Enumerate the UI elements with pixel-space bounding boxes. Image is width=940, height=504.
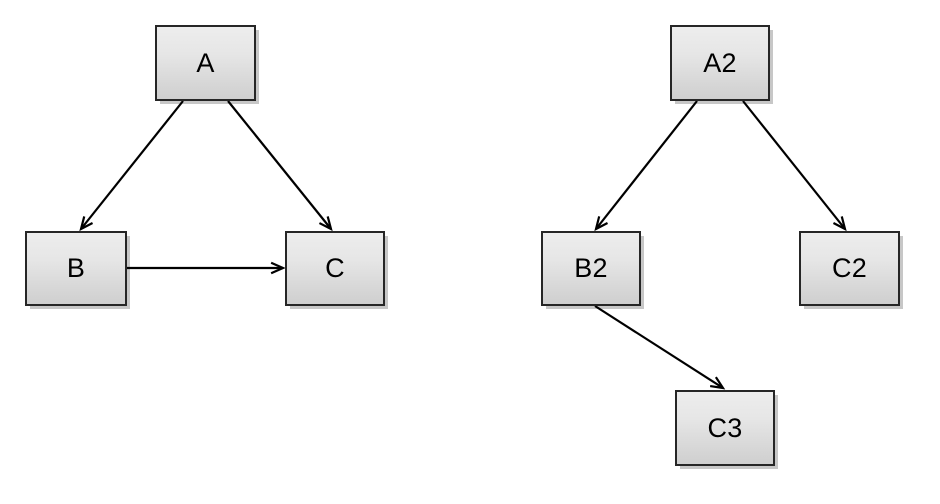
node-c2[interactable]: C2	[799, 231, 900, 306]
edge-line	[594, 305, 724, 389]
edge-A2-to-B2	[594, 100, 698, 232]
node-a2-label: A2	[703, 47, 737, 78]
arrowhead-icon	[709, 376, 726, 390]
node-b[interactable]: B	[25, 231, 127, 306]
node-c-label: C	[325, 253, 345, 283]
edge-line	[595, 100, 698, 230]
node-a[interactable]: A	[155, 25, 256, 101]
node-c3-label: C3	[707, 412, 743, 443]
arrowhead-icon	[79, 216, 94, 232]
arrowhead-icon	[318, 216, 333, 232]
node-c2-label: C2	[832, 253, 867, 283]
node-b-label: B	[66, 253, 86, 283]
node-b2-label: B2	[574, 253, 608, 283]
arrowhead-icon	[270, 261, 286, 275]
edge-A-to-C	[227, 100, 333, 232]
node-a-label: A	[196, 47, 215, 78]
edge-line	[80, 100, 184, 230]
edge-line	[742, 100, 846, 230]
arrowhead-icon	[832, 216, 847, 232]
node-b2[interactable]: B2	[541, 231, 641, 306]
edge-B-to-C	[127, 261, 286, 275]
node-c[interactable]: C	[285, 231, 385, 306]
arrowhead-icon	[594, 216, 609, 232]
edge-B2-to-C3	[594, 305, 726, 390]
edge-A-to-B	[79, 100, 184, 232]
node-a2[interactable]: A2	[670, 25, 770, 101]
node-c3[interactable]: C3	[675, 390, 775, 466]
edge-line	[227, 100, 332, 230]
edge-A2-to-C2	[742, 100, 847, 232]
